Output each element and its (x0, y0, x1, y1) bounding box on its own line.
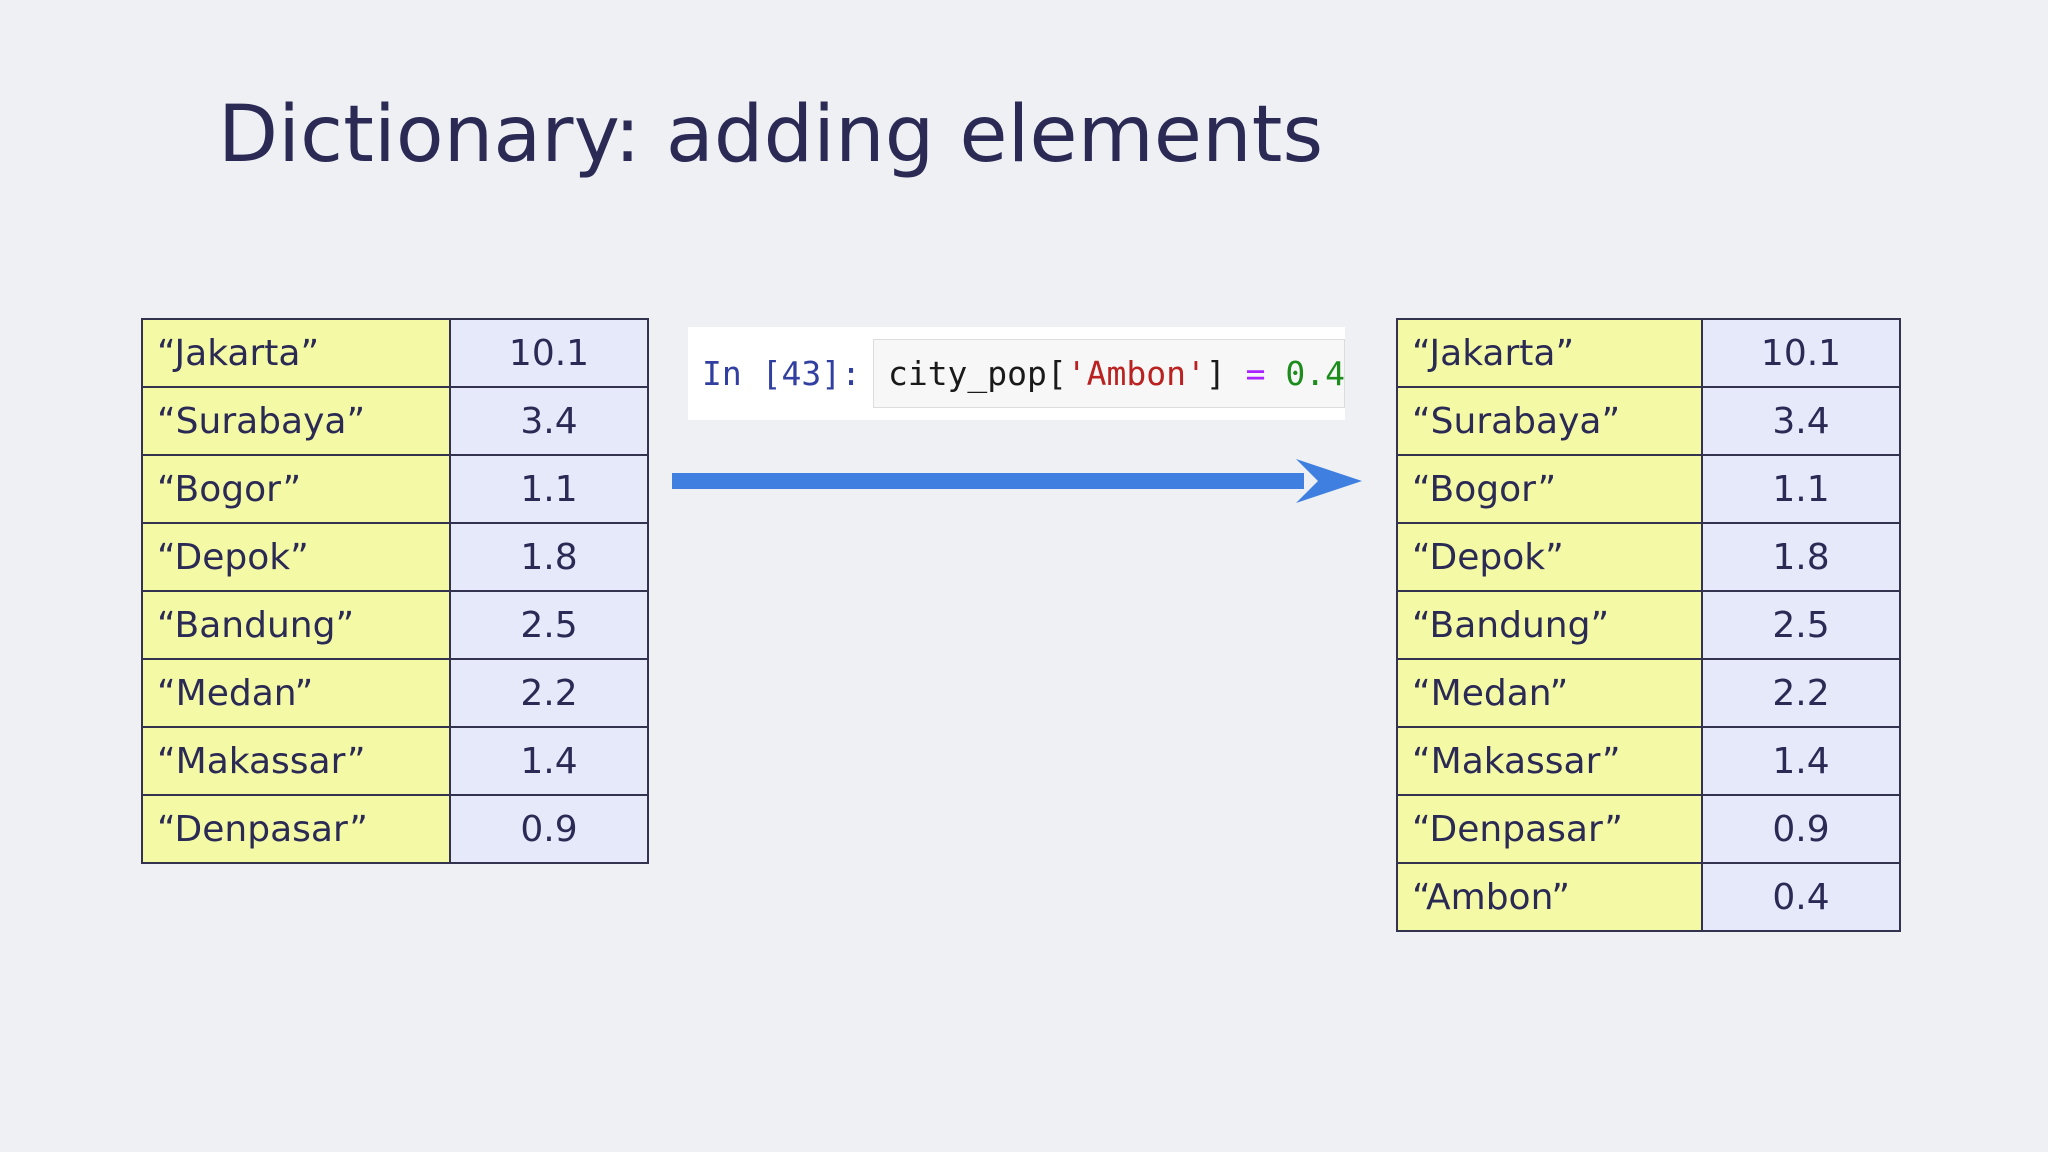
dict-value-cell: 0.9 (449, 794, 649, 864)
table-row: “Denpasar”0.9 (141, 794, 649, 864)
dict-value-cell: 10.1 (449, 318, 649, 388)
table-row: “Medan”2.2 (141, 658, 649, 728)
dictionary-table-after: “Jakarta”10.1“Surabaya”3.4“Bogor”1.1“Dep… (1396, 318, 1901, 932)
table-body-before: “Jakarta”10.1“Surabaya”3.4“Bogor”1.1“Dep… (141, 318, 649, 864)
dict-key-cell: “Medan” (1396, 658, 1703, 728)
page-title: Dictionary: adding elements (218, 90, 1324, 180)
table-row: “Bandung”2.5 (1396, 590, 1901, 660)
dict-value-cell: 2.5 (449, 590, 649, 660)
dict-key-cell: “Bandung” (1396, 590, 1703, 660)
table-row: “Jakarta”10.1 (141, 318, 649, 388)
dict-key-cell: “Makassar” (1396, 726, 1703, 796)
dict-key-cell: “Makassar” (141, 726, 451, 796)
table-row: “Surabaya”3.4 (141, 386, 649, 456)
dict-value-cell: 10.1 (1701, 318, 1901, 388)
table-row: “Bogor”1.1 (141, 454, 649, 524)
dict-key-cell: “Denpasar” (1396, 794, 1703, 864)
table-row: “Makassar”1.4 (1396, 726, 1901, 796)
code-token-str: 'Ambon' (1066, 354, 1206, 393)
code-token-num: 0.4 (1285, 354, 1345, 393)
code-token-punct (1265, 354, 1285, 393)
code-token-op: = (1245, 354, 1266, 393)
dict-key-cell: “Bogor” (141, 454, 451, 524)
dict-key-cell: “Medan” (141, 658, 451, 728)
arrow-right-icon (672, 459, 1362, 503)
table-row: “Ambon”0.4 (1396, 862, 1901, 932)
code-token-punct (1226, 354, 1246, 393)
dict-value-cell: 1.4 (1701, 726, 1901, 796)
dict-key-cell: “Jakarta” (141, 318, 451, 388)
dict-key-cell: “Surabaya” (1396, 386, 1703, 456)
table-row: “Surabaya”3.4 (1396, 386, 1901, 456)
dict-value-cell: 3.4 (1701, 386, 1901, 456)
dict-value-cell: 3.4 (449, 386, 649, 456)
dict-key-cell: “Surabaya” (141, 386, 451, 456)
table-row: “Depok”1.8 (141, 522, 649, 592)
dict-key-cell: “Depok” (141, 522, 451, 592)
dict-value-cell: 1.1 (1701, 454, 1901, 524)
dict-value-cell: 0.4 (1701, 862, 1901, 932)
table-row: “Jakarta”10.1 (1396, 318, 1901, 388)
dict-value-cell: 1.4 (449, 726, 649, 796)
code-token-name: city_pop (887, 354, 1047, 393)
dict-key-cell: “Jakarta” (1396, 318, 1703, 388)
jupyter-code-cell[interactable]: In [43]: city_pop['Ambon'] = 0.4 (688, 327, 1345, 420)
dict-key-cell: “Depok” (1396, 522, 1703, 592)
table-row: “Bogor”1.1 (1396, 454, 1901, 524)
dict-value-cell: 2.5 (1701, 590, 1901, 660)
table-row: “Depok”1.8 (1396, 522, 1901, 592)
table-row: “Makassar”1.4 (141, 726, 649, 796)
code-prompt-label: In [43]: (702, 354, 861, 393)
code-token-punct: [ (1046, 354, 1067, 393)
dictionary-table-before: “Jakarta”10.1“Surabaya”3.4“Bogor”1.1“Dep… (141, 318, 649, 864)
dict-value-cell: 1.8 (1701, 522, 1901, 592)
dict-value-cell: 0.9 (1701, 794, 1901, 864)
code-line: city_pop['Ambon'] = 0.4 (874, 354, 1345, 393)
dict-value-cell: 2.2 (1701, 658, 1901, 728)
dict-key-cell: “Bandung” (141, 590, 451, 660)
table-row: “Bandung”2.5 (141, 590, 649, 660)
dict-value-cell: 1.1 (449, 454, 649, 524)
table-body-after: “Jakarta”10.1“Surabaya”3.4“Bogor”1.1“Dep… (1396, 318, 1901, 932)
table-row: “Denpasar”0.9 (1396, 794, 1901, 864)
code-token-punct: ] (1205, 354, 1226, 393)
table-row: “Medan”2.2 (1396, 658, 1901, 728)
code-input-area[interactable]: city_pop['Ambon'] = 0.4 (872, 339, 1345, 408)
dict-key-cell: “Bogor” (1396, 454, 1703, 524)
transformation-arrow (672, 455, 1362, 507)
dict-value-cell: 1.8 (449, 522, 649, 592)
dict-key-cell: “Ambon” (1396, 862, 1703, 932)
dict-key-cell: “Denpasar” (141, 794, 451, 864)
dict-value-cell: 2.2 (449, 658, 649, 728)
